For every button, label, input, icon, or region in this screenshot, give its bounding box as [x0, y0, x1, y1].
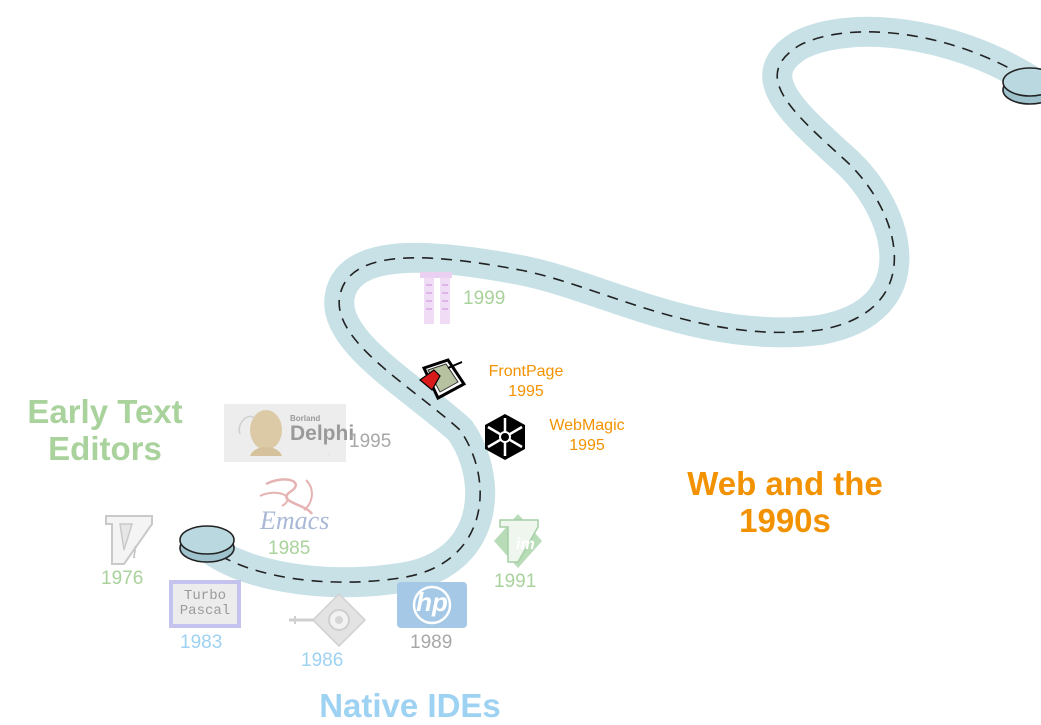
- section-native-ides: Native IDEs: [280, 687, 540, 725]
- vi-icon: i: [102, 512, 156, 568]
- year-vi: 1976: [101, 568, 144, 589]
- turbo-pascal-logo-text: Turbo Pascal: [173, 589, 237, 619]
- svg-text:i: i: [132, 542, 137, 562]
- frontpage-name: FrontPage: [488, 363, 564, 380]
- section-web-and-1990s: Web and the 1990s: [660, 465, 910, 540]
- section-web-and-1990s-label: Web and the 1990s: [687, 465, 883, 539]
- year-turbo-pascal: 1983: [180, 632, 223, 653]
- section-native-ides-label: Native IDEs: [319, 687, 501, 724]
- webmagic-name: WebMagic: [549, 417, 625, 434]
- vim-logo-text: im: [516, 536, 535, 553]
- start-disc-icon: [179, 525, 235, 563]
- turbo-pascal-icon: Turbo Pascal: [169, 580, 241, 628]
- road-center-line: [204, 31, 1031, 583]
- emacs-icon: Emacs: [246, 474, 330, 538]
- text-editor-icon: [416, 270, 456, 328]
- year-1999: 1999: [463, 288, 506, 309]
- section-early-text-editors: Early Text Editors: [10, 393, 200, 468]
- webmagic-icon: [480, 412, 530, 462]
- year-delphi: 1995: [349, 431, 392, 452]
- end-disc-icon: [1002, 67, 1041, 105]
- turbo-pascal-logo-line2: Pascal: [179, 603, 231, 619]
- year-emacs: 1985: [268, 538, 311, 559]
- turbo-pascal-logo-line1: Turbo: [183, 588, 226, 604]
- svg-text:·: ·: [328, 452, 330, 458]
- delphi-icon: · Borland Delphi: [224, 404, 354, 462]
- delphi-logo-text: Delphi: [290, 422, 355, 445]
- year-tool: 1986: [301, 650, 344, 671]
- delphi-logo-brand: Borland: [290, 414, 321, 423]
- frontpage-year: 1995: [508, 383, 544, 400]
- emacs-logo-text: Emacs: [260, 506, 330, 535]
- frontpage-label: FrontPage 1995: [474, 362, 578, 402]
- year-vim: 1991: [494, 571, 537, 592]
- vim-icon: im: [492, 512, 544, 570]
- year-hp: 1989: [410, 632, 453, 653]
- hp-logo-text: hp: [416, 587, 448, 617]
- hp-icon: hp: [397, 582, 467, 628]
- wrench-tool-icon: [287, 590, 369, 648]
- frontpage-icon: [418, 356, 468, 402]
- section-early-text-editors-label: Early Text Editors: [27, 393, 183, 467]
- webmagic-label: WebMagic 1995: [535, 416, 639, 456]
- webmagic-year: 1995: [569, 437, 605, 454]
